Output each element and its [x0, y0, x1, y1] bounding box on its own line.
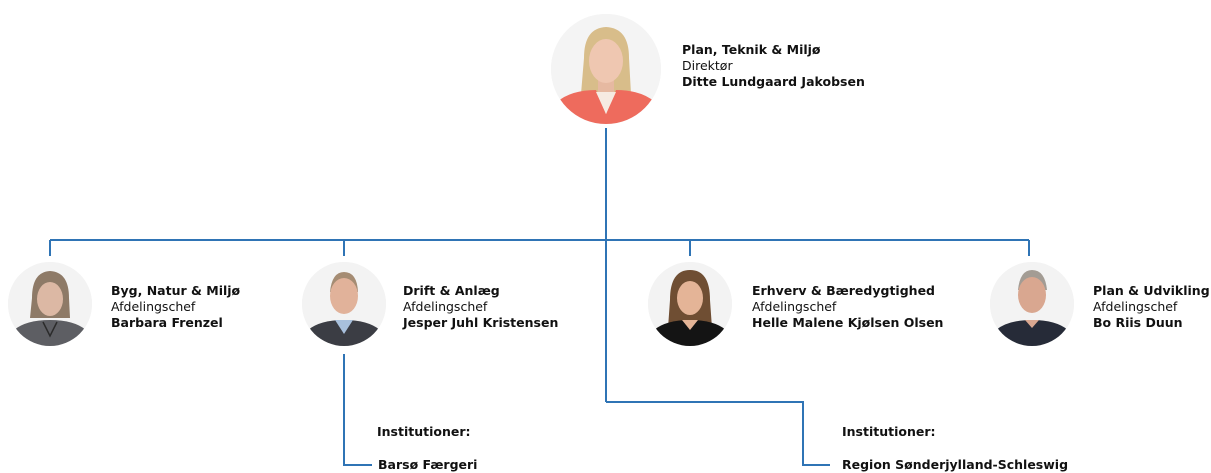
department-info-plan-udvikling: Plan & Udvikling Afdelingschef Bo Riis D… [1093, 283, 1210, 331]
institution-region-sonderjylland-schleswig: Region Sønderjylland-Schleswig [842, 457, 1069, 472]
institutions-heading-drift: Institutioner: [377, 424, 471, 439]
department-unit: Erhverv & Bæredygtighed [752, 283, 935, 298]
department-photo-erhverv-baeredygtighed [648, 262, 732, 346]
department-photo-byg-natur-miljo [8, 262, 92, 346]
department-head-name: Barbara Frenzel [111, 315, 223, 330]
department-role: Afdelingschef [752, 299, 837, 314]
department-head-name: Bo Riis Duun [1093, 315, 1183, 330]
department-head-name: Helle Malene Kjølsen Olsen [752, 315, 944, 330]
director-photo [551, 14, 661, 124]
department-role: Afdelingschef [111, 299, 196, 314]
connector-director-institution [606, 401, 830, 466]
director-name: Ditte Lundgaard Jakobsen [682, 74, 865, 89]
department-head-name: Jesper Juhl Kristensen [403, 315, 559, 330]
department-info-byg-natur-miljo: Byg, Natur & Miljø Afdelingschef Barbara… [111, 283, 240, 331]
institutions-heading-director: Institutioner: [842, 424, 936, 439]
connector-drift-institution [343, 354, 372, 466]
director-info: Plan, Teknik & Miljø Direktør Ditte Lund… [682, 42, 865, 90]
department-info-drift-anlaeg: Drift & Anlæg Afdelingschef Jesper Juhl … [403, 283, 558, 331]
institution-barso-faergeri: Barsø Færgeri [378, 457, 478, 472]
department-photo-drift-anlaeg [302, 262, 386, 346]
director-role: Direktør [682, 58, 733, 73]
department-photo-plan-udvikling [990, 262, 1074, 346]
department-unit: Plan & Udvikling [1093, 283, 1210, 298]
department-unit: Byg, Natur & Miljø [111, 283, 241, 298]
department-info-erhverv-baeredygtighed: Erhverv & Bæredygtighed Afdelingschef He… [752, 283, 943, 331]
director-unit: Plan, Teknik & Miljø [682, 42, 821, 57]
department-role: Afdelingschef [1093, 299, 1178, 314]
department-unit: Drift & Anlæg [403, 283, 500, 298]
department-role: Afdelingschef [403, 299, 488, 314]
